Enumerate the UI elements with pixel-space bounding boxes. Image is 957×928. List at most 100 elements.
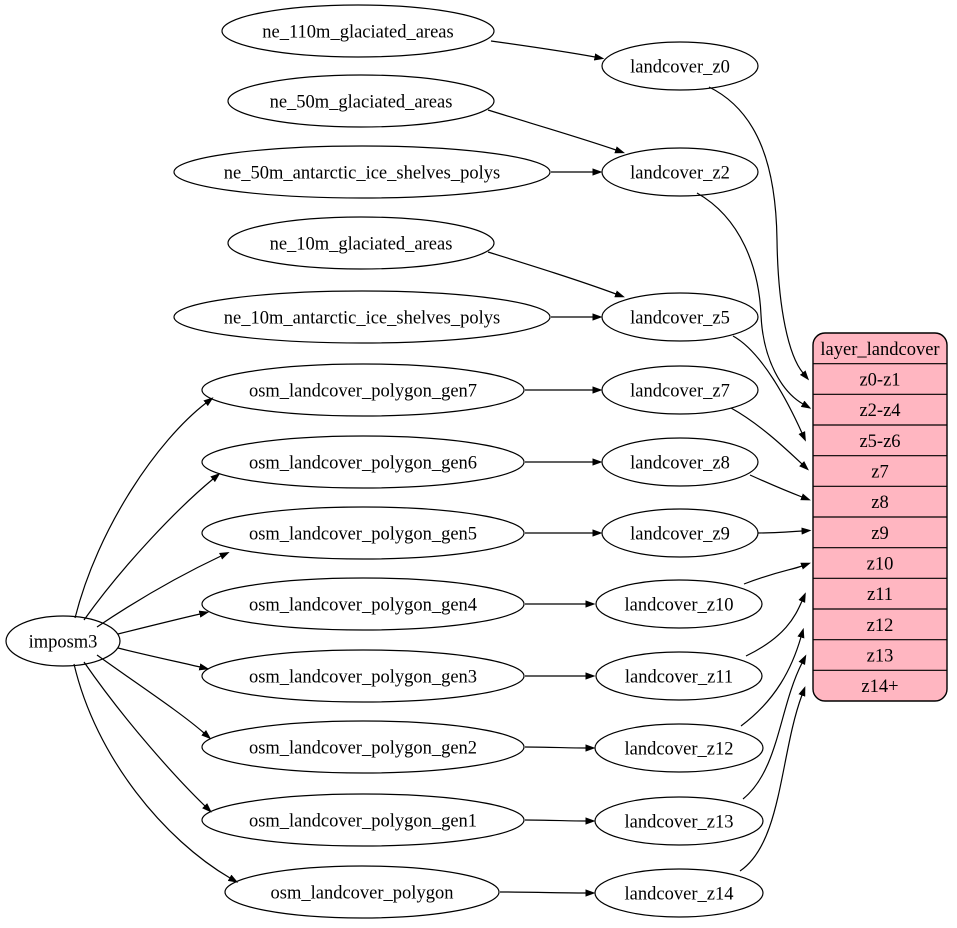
edge-imposm3--osm_landcover_polygon_gen6 — [83, 472, 221, 621]
ne_50m_glaciated_areas-label: ne_50m_glaciated_areas — [270, 92, 453, 112]
node-osm_landcover_polygon_gen7: osm_landcover_polygon_gen7 — [201, 363, 525, 417]
node-osm_landcover_polygon_gen3: osm_landcover_polygon_gen3 — [201, 649, 525, 703]
edge-landcover_z10--layer_landcover-z10 — [743, 562, 811, 585]
landcover_z11-ellipse — [595, 651, 763, 701]
landcover_z0-ellipse — [601, 41, 759, 91]
edge-landcover_z14--layer_landcover-z14+ — [739, 686, 806, 872]
node-landcover_z8: landcover_z8 — [601, 437, 759, 487]
landcover_z11-label: landcover_z11 — [625, 667, 733, 687]
edges-layer — [73, 40, 812, 897]
edge-ne_10m_glaciated_areas--landcover_z5 — [487, 251, 625, 298]
edge-osm_landcover_polygon_gen2--landcover_z12 — [524, 744, 596, 752]
landcover_z10-ellipse — [595, 579, 763, 629]
node-landcover_z0: landcover_z0 — [601, 41, 759, 91]
landcover_z13-label: landcover_z13 — [625, 812, 734, 832]
osm_landcover_polygon_gen4-ellipse — [201, 577, 525, 631]
record-row-z5-z6: z5-z6 — [859, 432, 900, 452]
node-landcover_z2: landcover_z2 — [601, 147, 759, 197]
imposm3-ellipse — [5, 615, 121, 667]
node-layer_landcover: layer_landcover z0-z1 z2-z4 z5-z6 z7 z8 z9 z10 z… — [812, 332, 948, 702]
edge-imposm3--osm_landcover_polygon_gen7 — [74, 397, 214, 619]
node-landcover_z7: landcover_z7 — [601, 365, 759, 415]
edge-imposm3--osm_landcover_polygon_gen5 — [96, 551, 230, 628]
node-osm_landcover_polygon: osm_landcover_polygon — [224, 865, 500, 919]
record-row-z0-z1: z0-z1 — [859, 370, 900, 390]
edge-landcover_z5--layer_landcover-z5-z6 — [732, 335, 806, 442]
ne_50m_antarctic_ice_shelves_polys-label: ne_50m_antarctic_ice_shelves_polys — [224, 163, 500, 183]
edge-landcover_z11--layer_landcover-z11 — [745, 592, 806, 657]
osm_landcover_polygon_gen5-ellipse — [201, 506, 525, 560]
landcover_z5-label: landcover_z5 — [630, 308, 730, 328]
osm_landcover_polygon_gen3-ellipse — [201, 649, 525, 703]
ne_10m_antarctic_ice_shelves_polys-ellipse — [173, 290, 551, 344]
osm_landcover_polygon_gen1-ellipse — [201, 793, 525, 847]
ne_50m_antarctic_ice_shelves_polys-ellipse — [173, 145, 551, 199]
ne_10m_antarctic_ice_shelves_polys-label: ne_10m_antarctic_ice_shelves_polys — [224, 308, 500, 328]
record-layer: layer_landcover z0-z1 z2-z4 z5-z6 z7 z8 z9 z10 z… — [812, 332, 948, 702]
edge-osm_landcover_polygon--landcover_z14 — [499, 889, 596, 897]
record-row-z11: z11 — [867, 585, 893, 605]
node-osm_landcover_polygon_gen4: osm_landcover_polygon_gen4 — [201, 577, 525, 631]
node-ne_50m_antarctic_ice_shelves_polys: ne_50m_antarctic_ice_shelves_polys — [173, 145, 551, 199]
ne_110m_glaciated_areas-ellipse — [221, 4, 495, 58]
record-title: layer_landcover — [820, 340, 939, 360]
landcover_z9-label: landcover_z9 — [630, 524, 730, 544]
edge-imposm3--osm_landcover_polygon_gen3 — [117, 647, 210, 671]
imposm3-label: imposm3 — [29, 632, 98, 652]
osm_landcover_polygon_gen1-label: osm_landcover_polygon_gen1 — [249, 811, 477, 831]
record-row-z7: z7 — [871, 462, 888, 482]
edge-imposm3--osm_landcover_polygon_gen4 — [117, 610, 210, 635]
node-osm_landcover_polygon_gen1: osm_landcover_polygon_gen1 — [201, 793, 525, 847]
edge-landcover_z2--layer_landcover-z2-z4 — [696, 192, 812, 409]
osm_landcover_polygon_gen2-ellipse — [201, 720, 525, 774]
osm_landcover_polygon_gen6-ellipse — [201, 435, 525, 489]
node-ne_10m_antarctic_ice_shelves_polys: ne_10m_antarctic_ice_shelves_polys — [173, 290, 551, 344]
record-row-z8: z8 — [871, 493, 888, 513]
landcover_z7-label: landcover_z7 — [630, 381, 730, 401]
node-ne_10m_glaciated_areas: ne_10m_glaciated_areas — [227, 216, 495, 270]
edge-landcover_z8--layer_landcover-z8 — [749, 474, 811, 501]
landcover_z8-label: landcover_z8 — [630, 453, 730, 473]
landcover_z14-label: landcover_z14 — [625, 884, 734, 904]
edge-landcover_z7--layer_landcover-z7 — [730, 407, 809, 471]
edge-osm_landcover_polygon_gen1--landcover_z13 — [524, 817, 596, 825]
osm_landcover_polygon_gen5-label: osm_landcover_polygon_gen5 — [249, 524, 477, 544]
node-landcover_z12: landcover_z12 — [594, 723, 764, 773]
record-row-z13: z13 — [867, 646, 894, 666]
node-osm_landcover_polygon_gen5: osm_landcover_polygon_gen5 — [201, 506, 525, 560]
node-landcover_z5: landcover_z5 — [601, 292, 759, 342]
osm_landcover_polygon_gen7-label: osm_landcover_polygon_gen7 — [249, 381, 477, 401]
edge-landcover_z0--layer_landcover-z0-z1 — [708, 86, 810, 381]
edge-ne_110m_glaciated_areas--landcover_z0 — [490, 40, 605, 61]
ne_110m_glaciated_areas-label: ne_110m_glaciated_areas — [262, 22, 453, 42]
record-row-z10: z10 — [867, 554, 894, 574]
record-row-z9: z9 — [871, 524, 888, 544]
landcover_z0-label: landcover_z0 — [630, 57, 730, 77]
edge-imposm3--osm_landcover_polygon_gen1 — [83, 661, 212, 813]
nodes-layer: imposm3 ne_110m_glaciated_areas ne_50m_gla… — [5, 4, 764, 919]
edge-landcover_z12--layer_landcover-z12 — [740, 627, 805, 727]
node-landcover_z13: landcover_z13 — [594, 796, 764, 846]
osm_landcover_polygon-ellipse — [224, 865, 500, 919]
ne_10m_glaciated_areas-ellipse — [227, 216, 495, 270]
edge-imposm3--osm_landcover_polygon_gen2 — [96, 654, 212, 740]
node-landcover_z11: landcover_z11 — [595, 651, 763, 701]
node-osm_landcover_polygon_gen2: osm_landcover_polygon_gen2 — [201, 720, 525, 774]
landcover_z12-label: landcover_z12 — [625, 739, 734, 759]
edge-imposm3--osm_landcover_polygon — [73, 663, 239, 883]
osm_landcover_polygon-label: osm_landcover_polygon — [271, 883, 454, 903]
node-landcover_z9: landcover_z9 — [601, 508, 759, 558]
record-row-z2-z4: z2-z4 — [859, 401, 900, 421]
osm_landcover_polygon_gen6-label: osm_landcover_polygon_gen6 — [249, 453, 477, 473]
edge-ne_50m_glaciated_areas--landcover_z2 — [487, 109, 625, 154]
osm_landcover_polygon_gen7-ellipse — [201, 363, 525, 417]
osm_landcover_polygon_gen3-label: osm_landcover_polygon_gen3 — [249, 667, 477, 687]
record-row-z14+: z14+ — [861, 677, 898, 697]
landcover_z10-label: landcover_z10 — [625, 595, 734, 615]
osm_landcover_polygon_gen2-label: osm_landcover_polygon_gen2 — [249, 738, 477, 758]
record-row-z12: z12 — [867, 616, 894, 636]
ne_50m_glaciated_areas-ellipse — [227, 74, 495, 128]
node-landcover_z10: landcover_z10 — [595, 579, 763, 629]
